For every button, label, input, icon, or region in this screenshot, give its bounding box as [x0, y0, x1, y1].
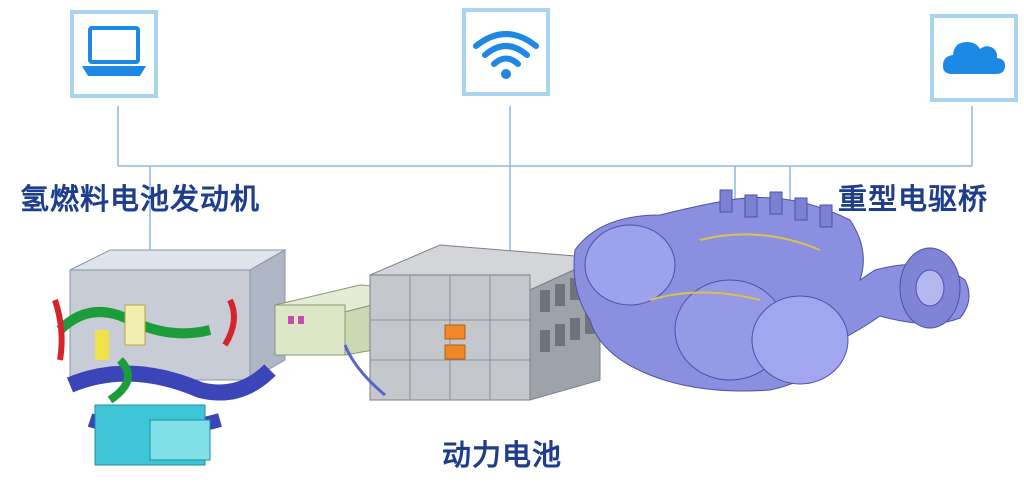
cloud-icon-box — [930, 14, 1018, 102]
fuel-cell-engine-label: 氢燃料电池发动机 — [20, 182, 261, 216]
power-battery-image — [274, 244, 602, 401]
laptop-icon-box — [70, 10, 158, 98]
heavy-axle-label: 重型电驱桥 — [838, 182, 989, 216]
cloud-icon — [942, 42, 1006, 74]
laptop-icon — [82, 26, 146, 76]
power-battery-label: 动力电池 — [442, 438, 563, 472]
heavy-axle-image — [573, 189, 970, 392]
wifi-icon-box — [462, 8, 550, 96]
wifi-icon — [473, 31, 539, 79]
fuel-cell-engine-image — [52, 249, 287, 466]
